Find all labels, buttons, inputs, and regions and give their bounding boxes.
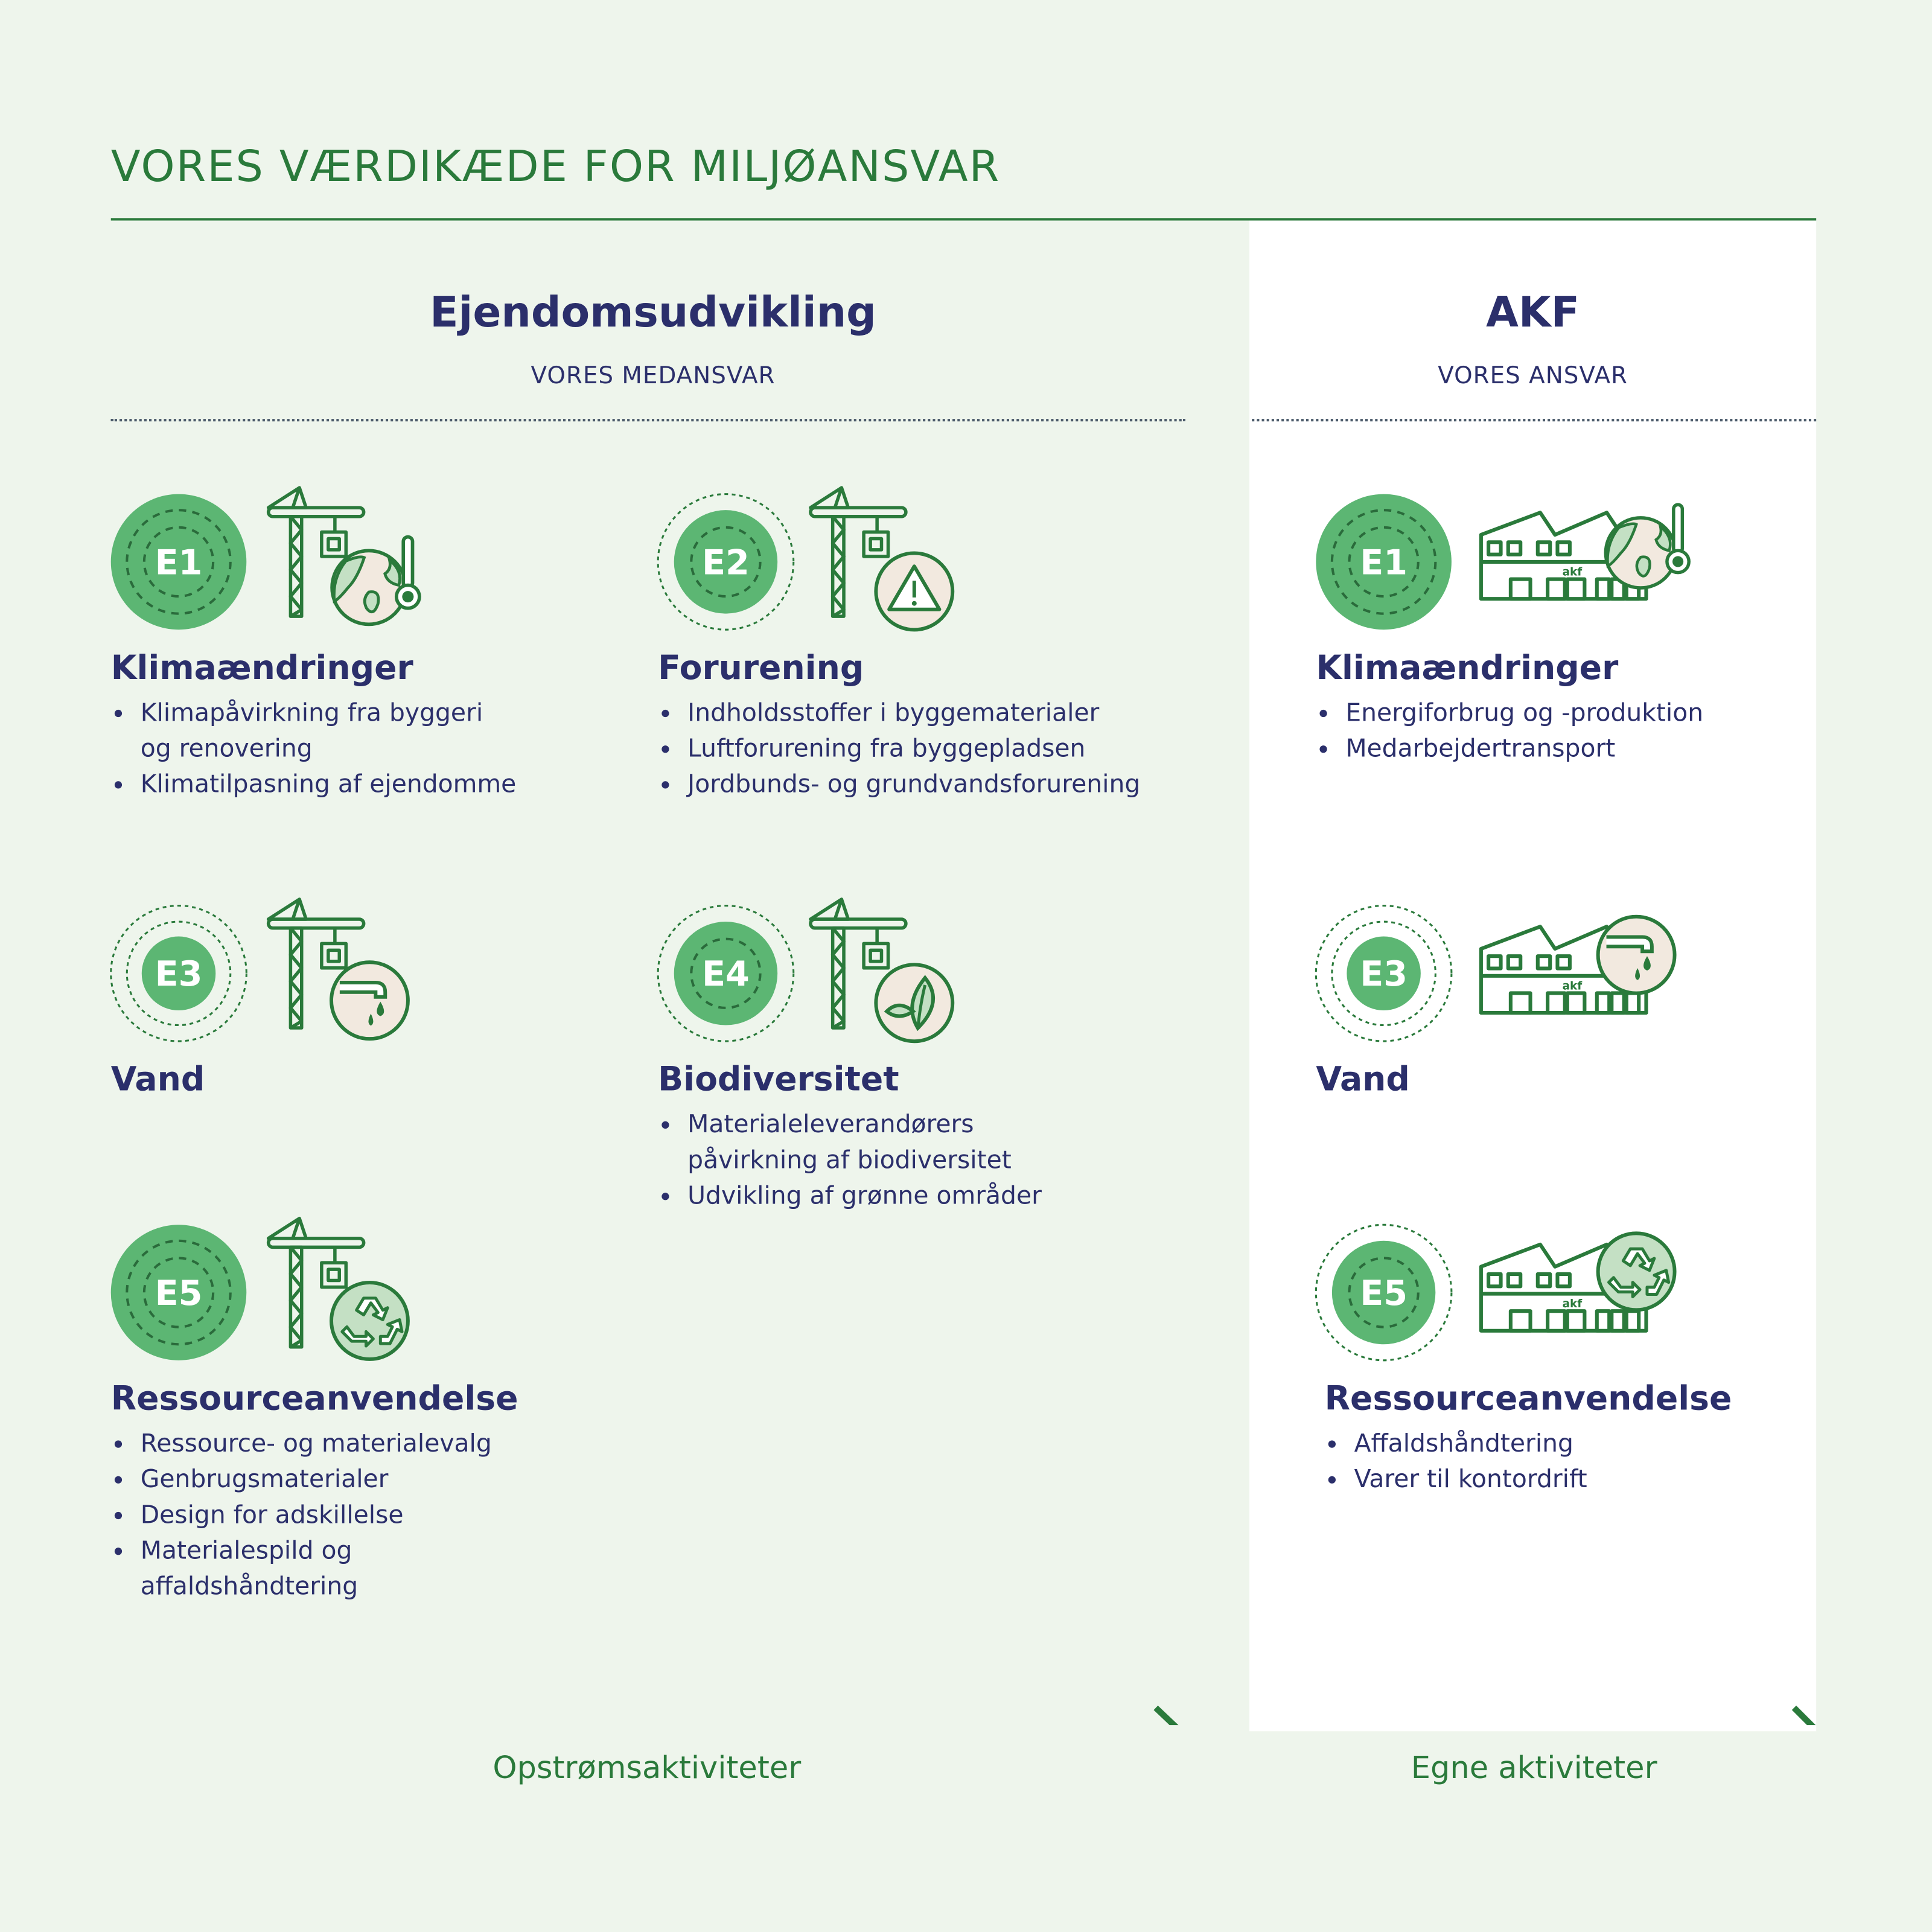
column-header-left: Ejendomsudvikling VORES MEDANSVAR xyxy=(357,289,949,389)
topic-e2-forurening: Forurening Indholdsstoffer i byggemateri… xyxy=(658,649,1200,802)
badge-e3: E3 xyxy=(110,904,247,1042)
water-tap-icon xyxy=(1598,917,1675,993)
topic-name: Klimaændringer xyxy=(1316,649,1619,688)
bullet: Klimapåvirkning fra byggeri og renoverin… xyxy=(138,695,511,766)
globe-thermometer-icon xyxy=(1605,505,1689,588)
topic-name: Klimaændringer xyxy=(110,649,413,688)
badge-code: E1 xyxy=(155,543,203,582)
topic-name: Ressourceanvendelse xyxy=(1324,1380,1732,1418)
topic-akf-e3-vand: Vand xyxy=(1316,1061,1809,1107)
topic-e1-klima: Klimaændringer Klimapåvirkning fra bygge… xyxy=(111,649,653,802)
title-divider xyxy=(110,218,1817,221)
bullet: Udvikling af grønne områder xyxy=(685,1178,1200,1214)
topic-akf-e5-ressource: Ressourceanvendelse AffaldshåndteringVar… xyxy=(1325,1380,1818,1497)
bullet: Materialeleverandørers påvirkning af bio… xyxy=(685,1106,1045,1178)
bullet: Energiforbrug og -produktion xyxy=(1343,695,1809,730)
badge-e2: E2 xyxy=(657,493,795,631)
badge-code: E2 xyxy=(702,543,750,582)
topic-name: Biodiversitet xyxy=(658,1060,899,1100)
badge-code: E5 xyxy=(155,1274,203,1313)
topic-name: Vand xyxy=(110,1060,205,1100)
bullet: Medarbejdertransport xyxy=(1343,731,1809,767)
topic-name: Vand xyxy=(1316,1060,1410,1100)
bullet: Genbrugsmaterialer xyxy=(138,1461,653,1497)
badge-e5-akf: E5 xyxy=(1315,1223,1453,1362)
dotted-divider xyxy=(110,419,1185,422)
column-subheading: VORES ANSVAR xyxy=(1438,362,1628,390)
bullet: Varer til kontordrift xyxy=(1352,1461,1818,1497)
badge-code: E1 xyxy=(1360,543,1408,582)
topic-akf-e1-klima: Klimaændringer Energiforbrug og -produkt… xyxy=(1316,649,1809,767)
topic-name: Forurening xyxy=(658,649,864,688)
warning-icon xyxy=(876,553,952,630)
own-activities-label: Egne aktiviteter xyxy=(1411,1749,1657,1786)
bullet: Jordbunds- og grundvandsforurening xyxy=(685,767,1200,802)
dotted-divider xyxy=(1252,419,1817,422)
recycle-icon xyxy=(1598,1233,1675,1310)
water-tap-icon xyxy=(331,962,408,1039)
bullet: Luftforurening fra byggepladsen xyxy=(685,731,1200,767)
bullet: Ressource- og materialevalg xyxy=(138,1426,653,1461)
topic-e4-biodiversitet: Biodiversitet Materialeleverandørers påv… xyxy=(658,1061,1200,1214)
bullet: Affaldshåndtering xyxy=(1352,1426,1818,1461)
upstream-arrow xyxy=(1153,1705,1179,1726)
badges-layer: E1 E5 E1 E2 E4 E5 E3 E3 xyxy=(110,0,1816,1726)
badge-code: E4 xyxy=(702,954,750,994)
badge-e3-akf: E3 xyxy=(1315,904,1453,1042)
column-header-right: AKF VORES ANSVAR xyxy=(1249,289,1816,389)
leaf-icon xyxy=(876,964,952,1041)
column-heading: AKF xyxy=(1486,288,1580,338)
badge-code: E3 xyxy=(1360,954,1408,994)
badge-e1-akf: E1 xyxy=(1316,494,1452,630)
badge-e5: E5 xyxy=(110,1225,247,1360)
recycle-icon xyxy=(331,1283,408,1359)
topic-e5-ressource: Ressourceanvendelse Ressource- og materi… xyxy=(111,1380,653,1604)
badge-code: E3 xyxy=(155,954,203,994)
badge-code: E5 xyxy=(1360,1274,1408,1313)
badge-e1: E1 xyxy=(110,494,247,630)
badge-e4: E4 xyxy=(657,904,795,1042)
bullet: Klimatilpasning af ejendomme xyxy=(138,767,653,802)
column-heading: Ejendomsudvikling xyxy=(430,288,876,338)
topic-name: Ressourceanvendelse xyxy=(110,1380,518,1418)
page-title: VORES VÆRDIKÆDE FOR MILJØANSVAR xyxy=(110,142,1001,193)
bullet: Materialespild og affaldshåndtering xyxy=(138,1533,400,1604)
bullet: Design for adskillelse xyxy=(138,1497,653,1532)
bullet: Indholdsstoffer i byggematerialer xyxy=(685,695,1200,730)
topic-e3-vand: Vand xyxy=(111,1061,653,1107)
own-activities-arrow xyxy=(1791,1705,1816,1726)
upstream-label: Opstrømsaktiviteter xyxy=(493,1749,802,1786)
column-subheading: VORES MEDANSVAR xyxy=(531,362,776,390)
